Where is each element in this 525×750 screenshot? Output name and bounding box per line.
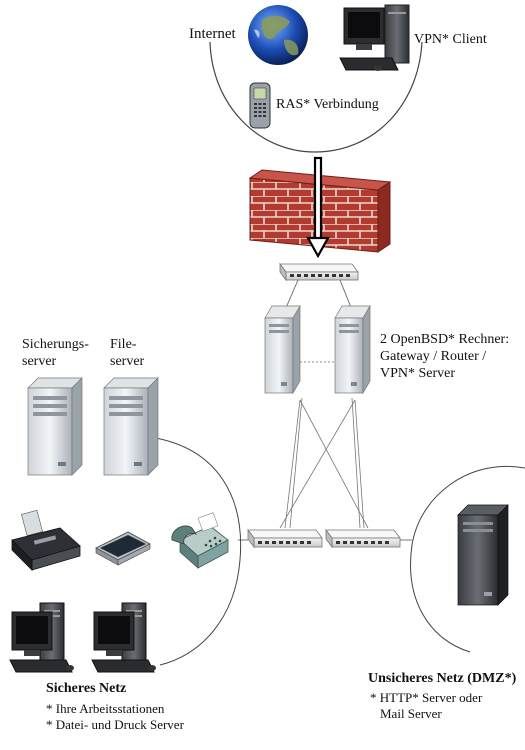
vpn-client-computer-icon — [339, 4, 410, 71]
dmz-items: * HTTP* Server oder Mail Server — [370, 690, 482, 722]
gateway-tower-1-icon — [264, 304, 301, 395]
mobile-phone-icon — [249, 82, 271, 129]
file-server-label-line-2: server — [110, 354, 145, 369]
gateway-label-line-1: 2 OpenBSD* Rechner: — [380, 332, 510, 347]
gateway-label-line-2: Gateway / Router / — [380, 349, 487, 364]
vpn-client-label: VPN* Client — [414, 32, 487, 47]
fax-machine-icon — [171, 512, 229, 569]
secure-net-title: Sicheres Netz — [46, 681, 127, 696]
dmz-item-1-continued: Mail Server — [380, 706, 442, 721]
file-server-icon — [103, 377, 159, 476]
backup-server-icon — [27, 377, 83, 476]
backup-server-label: Sicherungs- server — [22, 336, 89, 370]
internet-label: Internet — [189, 26, 236, 42]
lan-switch-icon — [247, 528, 323, 549]
backup-server-label-line-1: Sicherungs- — [22, 337, 89, 352]
gateway-label: 2 OpenBSD* Rechner: Gateway / Router / V… — [380, 331, 509, 382]
secure-net-zone-arc — [149, 436, 242, 666]
gateway-tower-2-icon — [334, 304, 371, 395]
top-switch-icon — [279, 262, 359, 282]
printer-icon — [11, 509, 81, 571]
secure-net-item-2: * Datei- und Druck Server — [46, 717, 184, 732]
globe-icon — [248, 5, 308, 65]
dmz-zone-arc — [410, 466, 525, 653]
dmz-item-1: * HTTP* Server oder — [370, 690, 483, 705]
dmz-switch-icon — [325, 528, 401, 549]
file-server-label: File- server — [110, 336, 144, 370]
backup-server-label-line-2: server — [22, 354, 57, 369]
workstation-1-icon — [9, 602, 74, 673]
workstation-2-icon — [91, 602, 156, 673]
crossover-cables — [279, 397, 369, 529]
ras-connection-label: RAS* Verbindung — [276, 97, 379, 112]
dmz-server-icon — [457, 504, 509, 606]
uplink-cables — [284, 279, 353, 311]
scanner-icon — [95, 531, 151, 566]
file-server-label-line-1: File- — [110, 337, 137, 352]
secure-net-item-1: * Ihre Arbeitsstationen — [46, 701, 165, 716]
secure-net-items: * Ihre Arbeitsstationen * Datei- und Dru… — [46, 701, 184, 733]
dmz-title: Unsicheres Netz (DMZ*) — [368, 671, 517, 686]
gateway-label-line-3: VPN* Server — [380, 366, 456, 381]
firewall-arrow-icon — [306, 156, 330, 259]
internet-zone-arc — [209, 41, 423, 153]
